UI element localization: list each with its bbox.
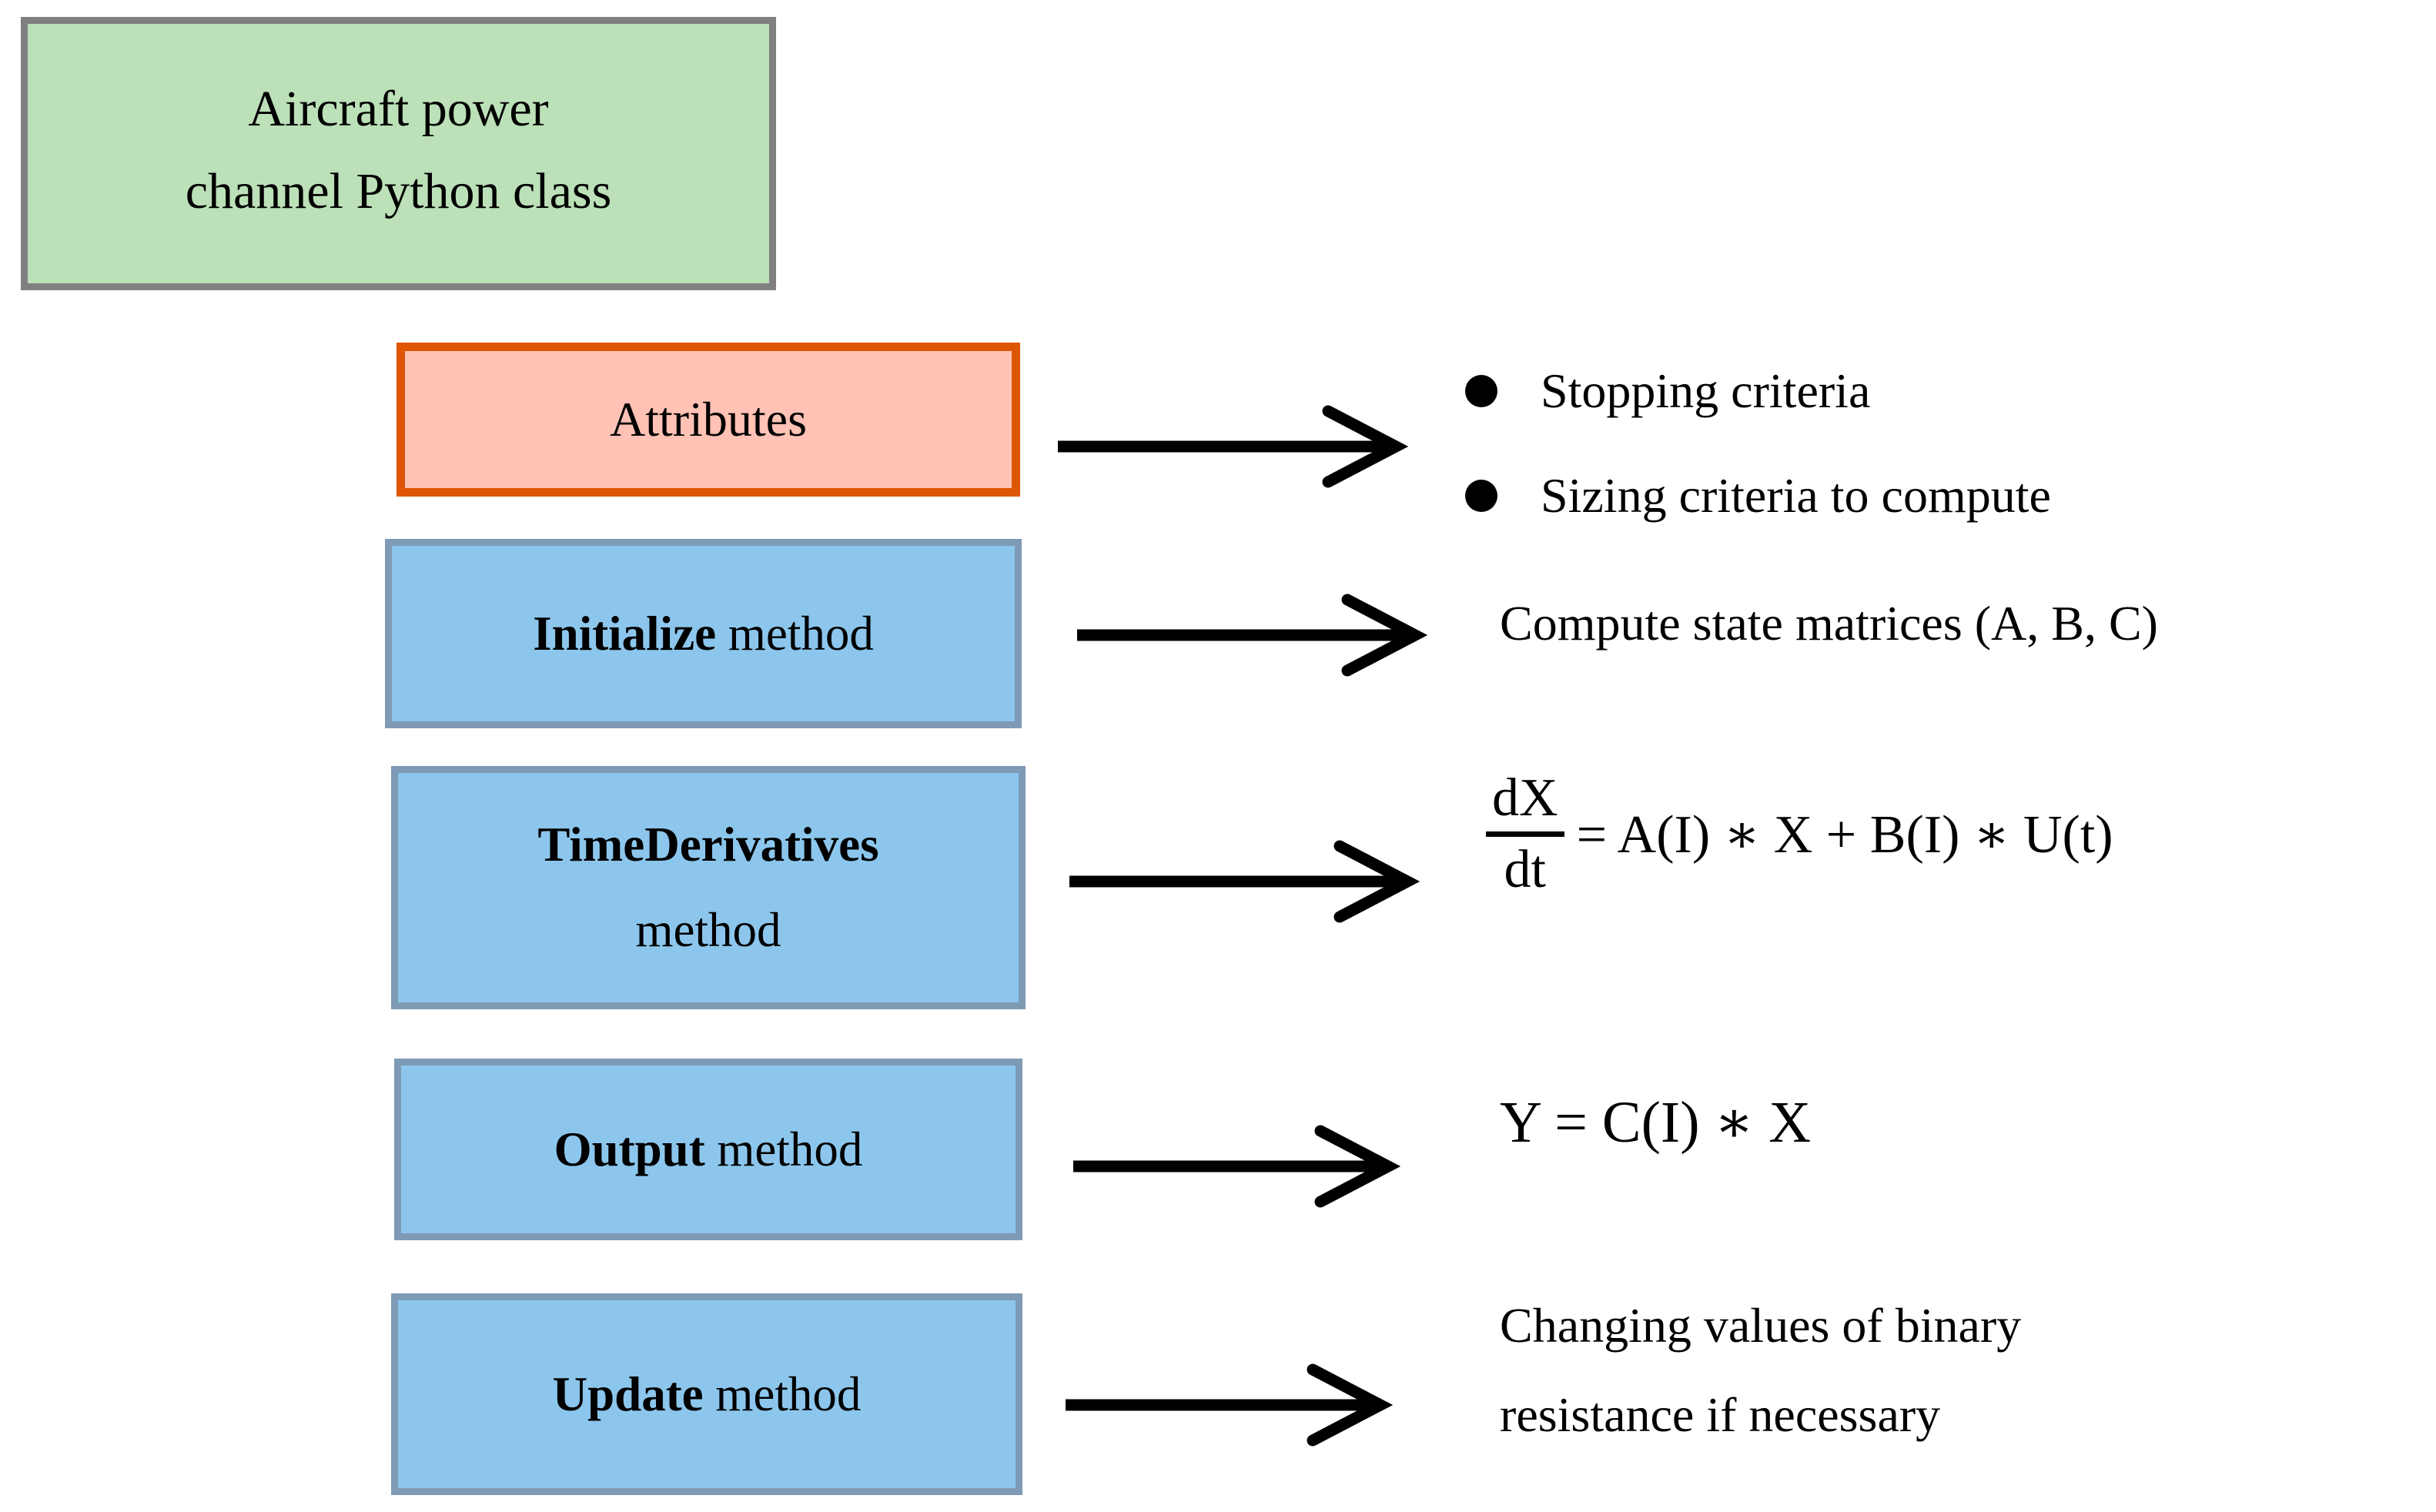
initialize-method-name: Initialize [533,606,717,661]
right-arrow-icon-initialize [1077,594,1428,677]
bullet-text: Stopping criteria [1541,363,1871,418]
timederivatives-method-box: TimeDerivatives method [391,766,1026,1009]
equation-right-side: = A(I) ∗ X + B(I) ∗ U(t) [1576,805,2113,865]
bullet-text: Sizing criteria to compute [1541,468,2051,523]
output-method-label: Output method [554,1119,863,1181]
attributes-bullet-list: Stopping criteria Sizing criteria to com… [1465,356,2051,531]
timederivatives-method-name: TimeDerivatives [537,818,879,872]
bullet-dot-icon [1465,480,1497,512]
fraction-denominator: dt [1504,840,1546,900]
right-arrow-icon-attributes [1058,405,1409,488]
fraction-numerator: dX [1492,768,1558,828]
right-arrow-icon-update [1066,1363,1394,1447]
update-method-label: Update method [553,1363,862,1426]
title-line-2: channel Python class [185,162,612,219]
update-method-suffix: method [703,1366,862,1421]
title-line-1: Aircraft power [248,81,549,138]
bullet-list-item: Sizing criteria to compute [1465,460,2051,531]
initialize-method-box: Initialize method [385,539,1022,728]
update-method-box: Update method [391,1293,1022,1495]
output-equation: Y = C(I) ∗ X [1500,1090,1812,1155]
timederivatives-equation: dX dt = A(I) ∗ X + B(I) ∗ U(t) [1486,768,2113,900]
fraction-bar [1486,831,1564,838]
update-note-line-1: Changing values of binary [1500,1298,2022,1353]
output-method-name: Output [554,1122,705,1176]
initialize-method-label: Initialize method [533,603,874,665]
attributes-box: Attributes [397,343,1020,497]
right-arrow-icon-output [1073,1125,1401,1208]
update-method-name: Update [552,1366,704,1421]
title-box: Aircraft power channel Python class [21,17,776,290]
bullet-dot-icon [1465,375,1497,407]
bullet-list-item: Stopping criteria [1465,356,2051,427]
derivative-fraction: dX dt [1486,768,1564,900]
output-method-box: Output method [394,1059,1022,1240]
output-method-suffix: method [704,1122,863,1176]
right-arrow-icon-timederivatives [1069,840,1420,923]
update-note-line-2: resistance if necessary [1500,1387,1941,1442]
timederivatives-method-suffix: method [635,903,781,957]
update-note: Changing values of binary resistance if … [1500,1301,2021,1440]
initialize-note: Compute state matrices (A, B, C) [1500,596,2158,651]
initialize-method-suffix: method [716,606,874,661]
attributes-label: Attributes [610,392,807,447]
